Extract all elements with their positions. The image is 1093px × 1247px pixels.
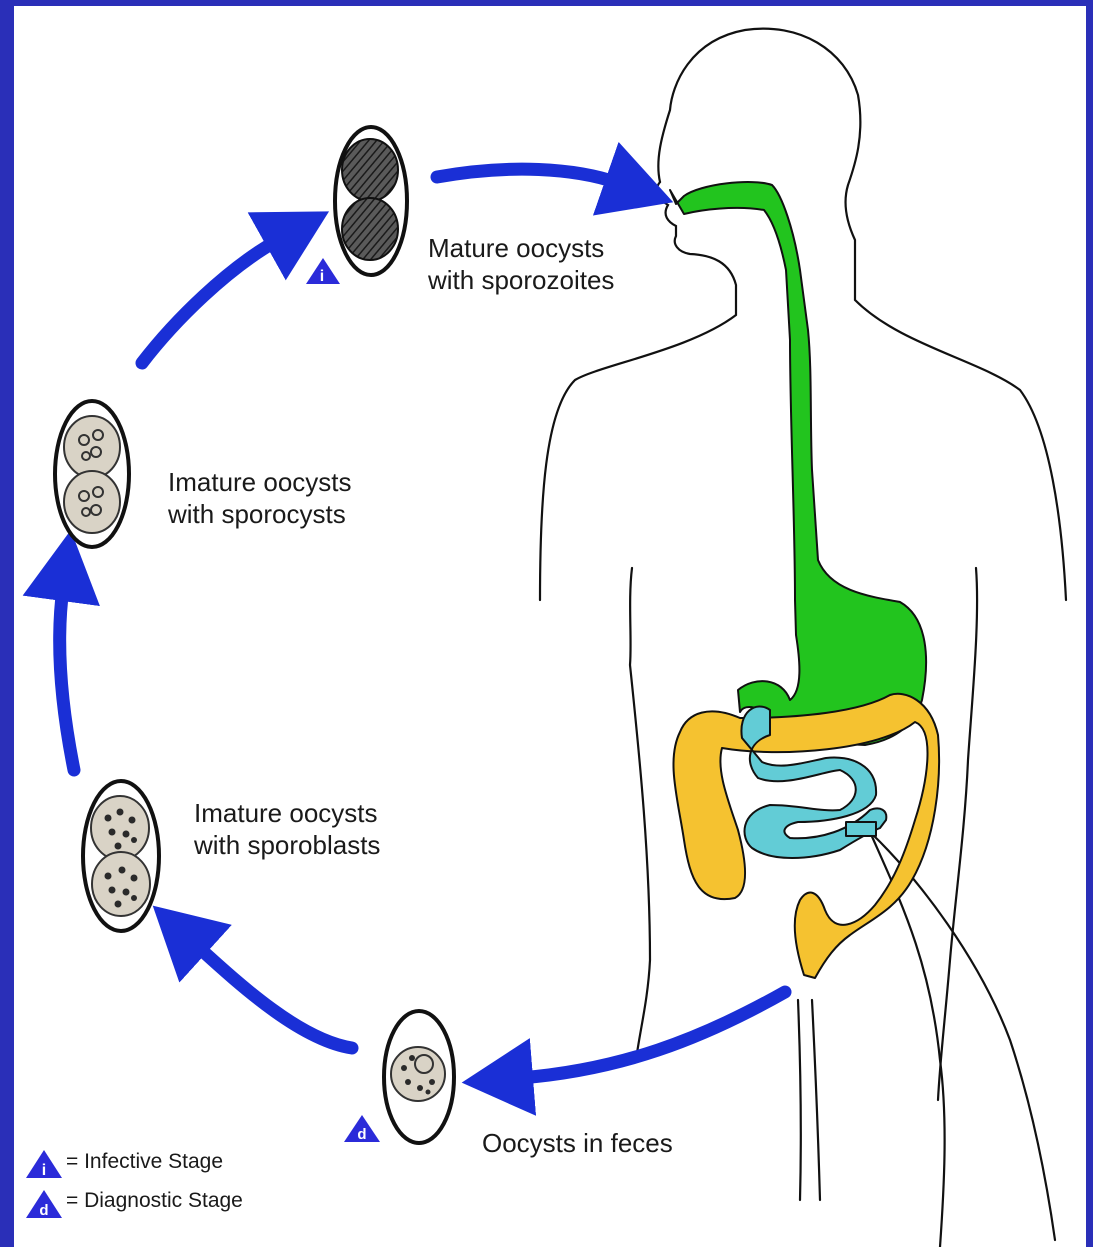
label-sporocysts-line2: with sporocysts — [168, 498, 352, 530]
svg-text:d: d — [39, 1202, 48, 1219]
label-immature-sporoblasts: Imature oocysts with sporoblasts — [194, 797, 380, 861]
svg-text:i: i — [42, 1162, 46, 1179]
oocyst-mature-sporozoites — [335, 127, 407, 275]
label-sporoblasts-line1: Imature oocysts — [194, 797, 380, 829]
intestine-detail-box — [846, 822, 876, 836]
oocyst-in-feces — [384, 1011, 454, 1143]
legend-infective-text: = Infective Stage — [66, 1150, 223, 1174]
label-oocysts-in-feces: Oocysts in feces — [482, 1127, 673, 1159]
oocyst-immature-sporocysts — [55, 401, 129, 547]
label-immature-sporocysts: Imature oocysts with sporocysts — [168, 466, 352, 530]
label-mature-line1: Mature oocysts — [428, 232, 614, 264]
diagram-panel — [14, 6, 1086, 1247]
label-mature-line2: with sporozoites — [428, 264, 614, 296]
oocyst-immature-sporoblasts — [83, 781, 159, 931]
svg-text:i: i — [320, 268, 324, 285]
svg-text:d: d — [357, 1126, 366, 1143]
label-sporocysts-line1: Imature oocysts — [168, 466, 352, 498]
label-sporoblasts-line2: with sporoblasts — [194, 829, 380, 861]
label-mature-oocysts: Mature oocysts with sporozoites — [428, 232, 614, 296]
legend-diagnostic-text: = Diagnostic Stage — [66, 1189, 243, 1213]
